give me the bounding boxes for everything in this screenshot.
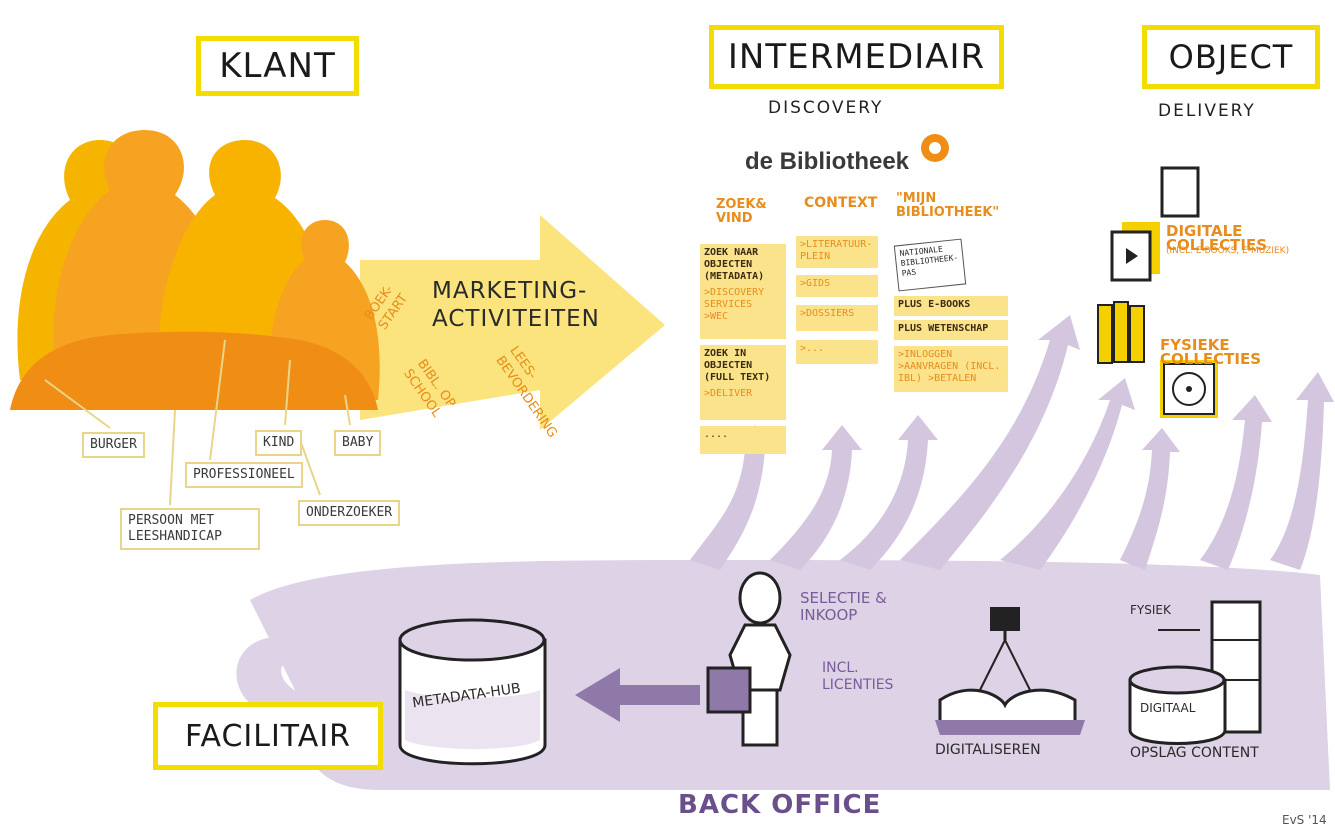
fysieke-collecties-label: FYSIEKE COLLECTIES xyxy=(1160,336,1261,368)
zoek-naar-objecten-text: ZOEK NAAR OBJECTEN (METADATA) xyxy=(704,247,765,282)
digitaal-label: DIGITAAL xyxy=(1140,701,1196,715)
fysiek-label: FYSIEK xyxy=(1130,603,1171,617)
customer-tag-onderzoeker: ONDERZOEKER xyxy=(298,500,401,526)
flow-to-context xyxy=(770,425,862,570)
bibliotheek-brand: de Bibliotheek xyxy=(745,148,910,175)
scanner-figure xyxy=(935,607,1085,735)
customer-tag-professioneel: PROFESSIONEEL xyxy=(185,462,303,488)
flow-up-5 xyxy=(1270,372,1334,570)
context-item-more: >... xyxy=(796,340,878,364)
flow-to-mijn xyxy=(840,415,938,570)
context-item-literatuurplein: >LITERATUUR-PLEIN xyxy=(796,236,878,268)
back-office-curl xyxy=(236,636,320,720)
customer-tag-kind: KIND xyxy=(255,430,303,456)
object-subtitle: DELIVERY xyxy=(1158,101,1256,121)
mijn-bibliotheek-actions: >INLOGGEN >AANVRAGEN (INCL. IBL) >BETALE… xyxy=(894,346,1008,392)
digital-collection-icons xyxy=(1110,166,1200,282)
storage-figure xyxy=(1128,600,1262,745)
context-item-dossiers: >DOSSIERS xyxy=(796,305,878,331)
flow-to-digital xyxy=(900,315,1080,570)
flow-to-zoek xyxy=(690,425,775,570)
context-heading: CONTEXT xyxy=(804,195,878,211)
intermediair-header: INTERMEDIAIR xyxy=(709,25,1004,89)
opslag-content-label: OPSLAG CONTENT xyxy=(1130,745,1259,761)
customer-tag-leeshandicap: PERSOON MET LEESHANDICAP xyxy=(120,508,260,550)
arrow-to-hub xyxy=(575,668,700,722)
zoek-naar-objecten-links: >DISCOVERY SERVICES >WEC xyxy=(704,287,765,322)
tag-pointers xyxy=(44,339,351,506)
zoek-more-card: .... xyxy=(700,426,786,454)
zoek-in-objecten-card: ZOEK IN OBJECTEN (FULL TEXT) >DELIVER xyxy=(700,345,786,420)
metadata-hub-cylinder xyxy=(398,618,547,766)
klant-header: KLANT xyxy=(196,36,359,96)
physical-collection-icons xyxy=(1097,301,1218,418)
marketing-arrow xyxy=(360,215,665,430)
marketing-title-1: MARKETING- xyxy=(432,278,588,304)
mijn-bibliotheek-heading: "MIJN BIBLIOTHEEK" xyxy=(896,191,1000,220)
zoek-in-objecten-links: >DELIVER xyxy=(704,388,753,399)
flow-to-physical xyxy=(1000,378,1135,570)
customer-tag-burger: BURGER xyxy=(82,432,145,458)
context-item-gids: >GIDS xyxy=(796,275,878,297)
digitaliseren-label: DIGITALISEREN xyxy=(935,742,1041,758)
digitale-collecties-sub: (INCL. E-BOOKS, E-MUZIEK) xyxy=(1166,246,1290,256)
plus-wetenschap-card: PLUS WETENSCHAP xyxy=(894,320,1008,340)
bibliotheekpas-badge: NATIONALE BIBLIOTHEEK-PAS xyxy=(893,238,967,292)
selectie-inkoop-label: SELECTIE & INKOOP xyxy=(800,589,887,624)
flow-up-4 xyxy=(1200,395,1272,570)
person-figure xyxy=(706,571,792,747)
back-office-title: BACK OFFICE xyxy=(678,790,882,820)
zoek-naar-objecten-card: ZOEK NAAR OBJECTEN (METADATA) >DISCOVERY… xyxy=(700,244,786,339)
plus-ebooks-card: PLUS E-BOOKS xyxy=(894,296,1008,316)
marketing-title-2: ACTIVITEITEN xyxy=(432,306,600,332)
zoek-vind-heading: ZOEK& VIND xyxy=(716,197,767,226)
object-header: OBJECT xyxy=(1142,25,1320,89)
intermediair-subtitle: DISCOVERY xyxy=(768,98,884,118)
licenties-label: INCL. LICENTIES xyxy=(822,660,894,693)
customer-tag-baby: BABY xyxy=(334,430,382,456)
facilitair-frame: FACILITAIR xyxy=(153,702,383,770)
customer-crowd xyxy=(10,130,380,410)
digitale-collecties-label: DIGITALE COLLECTIES xyxy=(1166,222,1267,254)
flow-up-3 xyxy=(1120,428,1180,570)
artist-signature: EvS '14 xyxy=(1282,813,1327,827)
zoek-in-objecten-text: ZOEK IN OBJECTEN (FULL TEXT) xyxy=(704,348,771,383)
